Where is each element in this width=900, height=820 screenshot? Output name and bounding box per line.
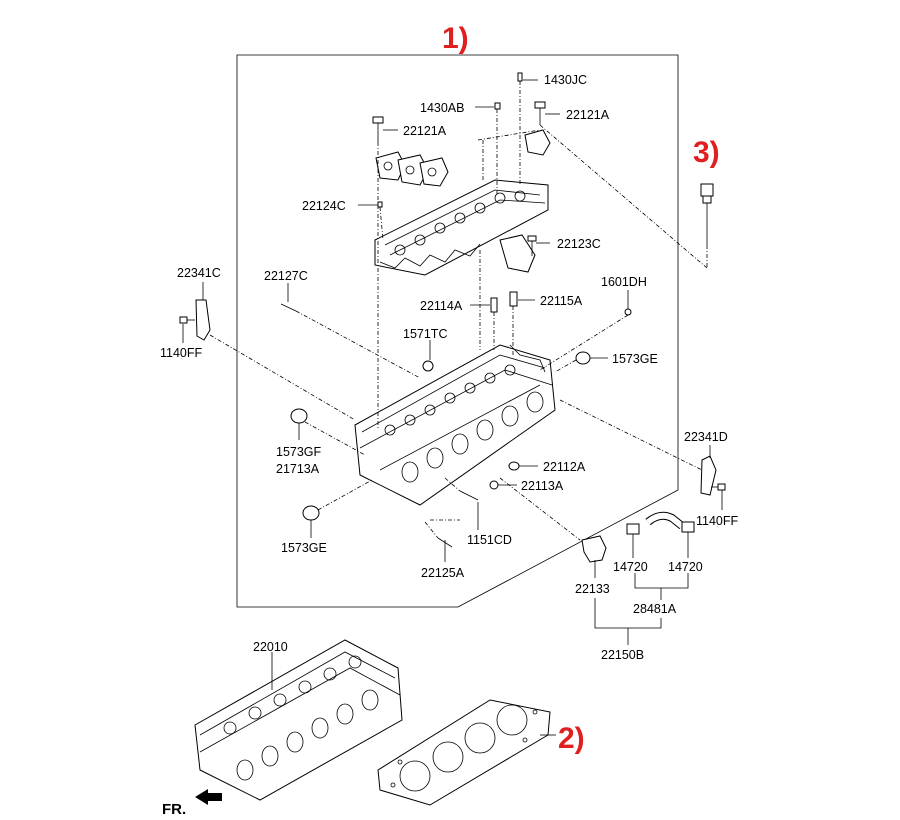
washer-22113A <box>489 480 499 490</box>
camshaft-cap-lower <box>499 234 536 273</box>
label-14720-left: 14720 <box>613 560 648 574</box>
cylinder-head-assembly <box>194 639 403 801</box>
label-22112A: 22112A <box>543 460 586 474</box>
label-22133: 22133 <box>575 582 610 596</box>
label-22121A-right: 22121A <box>566 108 610 122</box>
label-28481A: 28481A <box>633 602 677 616</box>
callout-1: 1) <box>442 22 469 55</box>
bolt-22121A-left <box>372 116 384 142</box>
label-14720-right: 14720 <box>668 560 703 574</box>
front-direction-arrow <box>195 789 222 805</box>
clamp-14720-right <box>681 521 695 533</box>
camshaft-cap-right <box>524 129 551 156</box>
cup-plug-1573GE-left <box>302 505 320 521</box>
cup-plug-1573GE-right <box>575 351 591 365</box>
label-22113A: 22113A <box>521 479 564 493</box>
label-22127C: 22127C <box>264 269 308 283</box>
callout-2: 2) <box>558 722 585 755</box>
camshaft-carrier <box>374 179 549 276</box>
label-22123C: 22123C <box>557 237 601 251</box>
connector-22133 <box>581 535 607 563</box>
group-brackets <box>594 532 689 645</box>
bracket-22341D <box>700 455 717 496</box>
bracket-22341C <box>195 299 211 341</box>
label-1573GE-left: 1573GE <box>281 541 327 555</box>
head-gasket <box>377 699 551 806</box>
cup-plug-1573GF <box>290 408 308 424</box>
label-1573GE-right: 1573GE <box>612 352 658 366</box>
label-1430AB: 1430AB <box>420 101 464 115</box>
label-22121A-left: 22121A <box>403 124 447 138</box>
bolt-22123C <box>527 235 537 256</box>
label-22115A: 22115A <box>540 294 583 308</box>
label-1151CD: 1151CD <box>467 533 512 547</box>
label-22114A: 22114A <box>420 299 463 313</box>
label-1573GF: 1573GF <box>276 445 322 459</box>
label-22341C: 22341C <box>177 266 221 280</box>
dowel-22114A <box>490 297 498 313</box>
seal-22112A <box>508 461 520 471</box>
bolt-1140FF-left <box>179 316 195 324</box>
label-1140FF-right: 1140FF <box>696 514 739 528</box>
cylinder-head-exploded <box>354 344 556 506</box>
plug-1430AB <box>494 102 501 110</box>
assembly-boundary <box>236 54 679 608</box>
label-22150B: 22150B <box>601 648 644 662</box>
leader-lines <box>182 79 723 562</box>
bolt-1140FF-right <box>711 483 726 491</box>
label-21713A: 21713A <box>276 462 320 476</box>
clamp-14720-left <box>626 523 640 535</box>
label-22341D: 22341D <box>684 430 728 444</box>
dowel-22115A <box>509 291 518 307</box>
plug-1430JC <box>517 72 523 82</box>
ball-1601DH <box>624 308 632 316</box>
callout-3: 3) <box>693 136 720 169</box>
label-1140FF-left: 1140FF <box>160 346 203 360</box>
label-1571TC: 1571TC <box>403 327 447 341</box>
label-1601DH: 1601DH <box>601 275 647 289</box>
hose-28481A <box>645 511 685 530</box>
stud-22127C <box>280 303 297 312</box>
label-22124C: 22124C <box>302 199 346 213</box>
plug-1571TC <box>422 360 434 372</box>
front-label: FR. <box>162 801 186 818</box>
bolt-22121A-right <box>534 101 546 125</box>
stud-1151CD <box>459 490 479 501</box>
label-22010: 22010 <box>253 640 288 654</box>
label-22125A: 22125A <box>421 566 465 580</box>
camshaft-caps-left <box>375 151 449 187</box>
cylinder-head-bolt <box>700 183 714 245</box>
dowel-22124C <box>377 201 383 208</box>
label-1430JC: 1430JC <box>544 73 587 87</box>
